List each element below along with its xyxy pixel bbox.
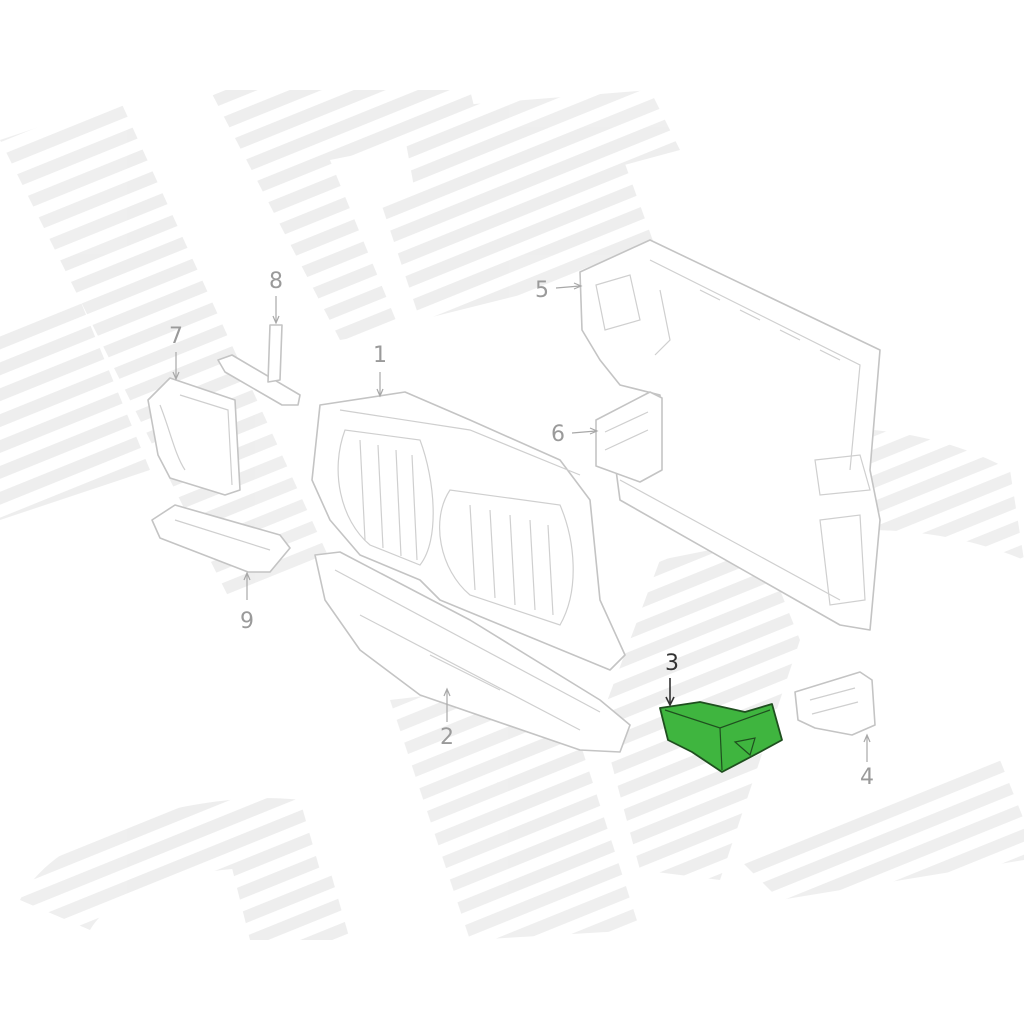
part-5-radiator-support (579, 239, 881, 631)
leader-6 (571, 430, 597, 434)
callout-6: 6 (551, 422, 565, 447)
leader-lines (172, 282, 871, 762)
callout-5: 5 (535, 278, 549, 303)
callout-2: 2 (440, 725, 454, 750)
callout-1: 1 (373, 343, 387, 368)
callout-3: 3 (665, 651, 679, 676)
leader-5 (555, 285, 581, 289)
part-7-air-guide (147, 377, 241, 496)
part-4-bracket (794, 671, 876, 736)
part-8-strut (217, 324, 301, 406)
part-9-lower-bracket (151, 504, 291, 573)
callout-4: 4 (860, 765, 874, 790)
callouts: 1 2 3 4 5 6 7 8 9 (169, 269, 874, 790)
part-1-grille-carrier (311, 391, 626, 671)
callout-7: 7 (169, 324, 183, 349)
part-3-air-duct-highlighted (659, 701, 783, 773)
part-2-lower-duct (314, 551, 631, 753)
callout-9: 9 (240, 609, 254, 634)
part-6-bracket (595, 391, 663, 483)
callout-8: 8 (269, 269, 283, 294)
